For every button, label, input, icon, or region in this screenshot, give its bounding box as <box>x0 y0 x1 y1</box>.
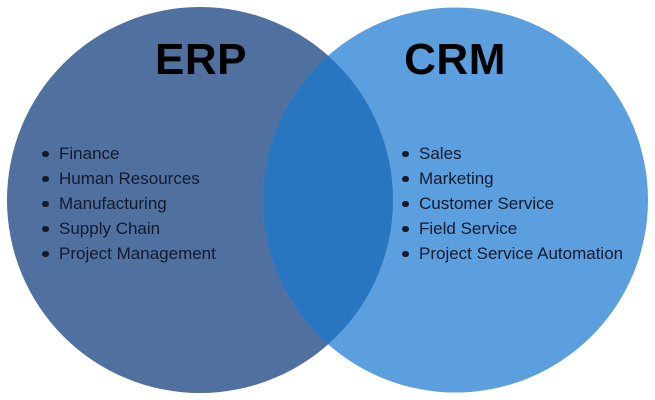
list-item: Human Resources <box>38 166 263 191</box>
list-item: Sales <box>398 141 648 166</box>
list-item: Manufacturing <box>38 191 263 216</box>
list-item: Marketing <box>398 166 648 191</box>
crm-title: CRM <box>404 35 506 84</box>
list-item: Finance <box>38 141 263 166</box>
list-item: Supply Chain <box>38 216 263 241</box>
overlap-lens <box>263 55 393 345</box>
list-item: Project Management <box>38 241 263 266</box>
list-item: Field Service <box>398 216 648 241</box>
erp-title: ERP <box>155 35 247 84</box>
list-item: Customer Service <box>398 191 648 216</box>
list-item: Project Service Automation <box>398 241 648 266</box>
